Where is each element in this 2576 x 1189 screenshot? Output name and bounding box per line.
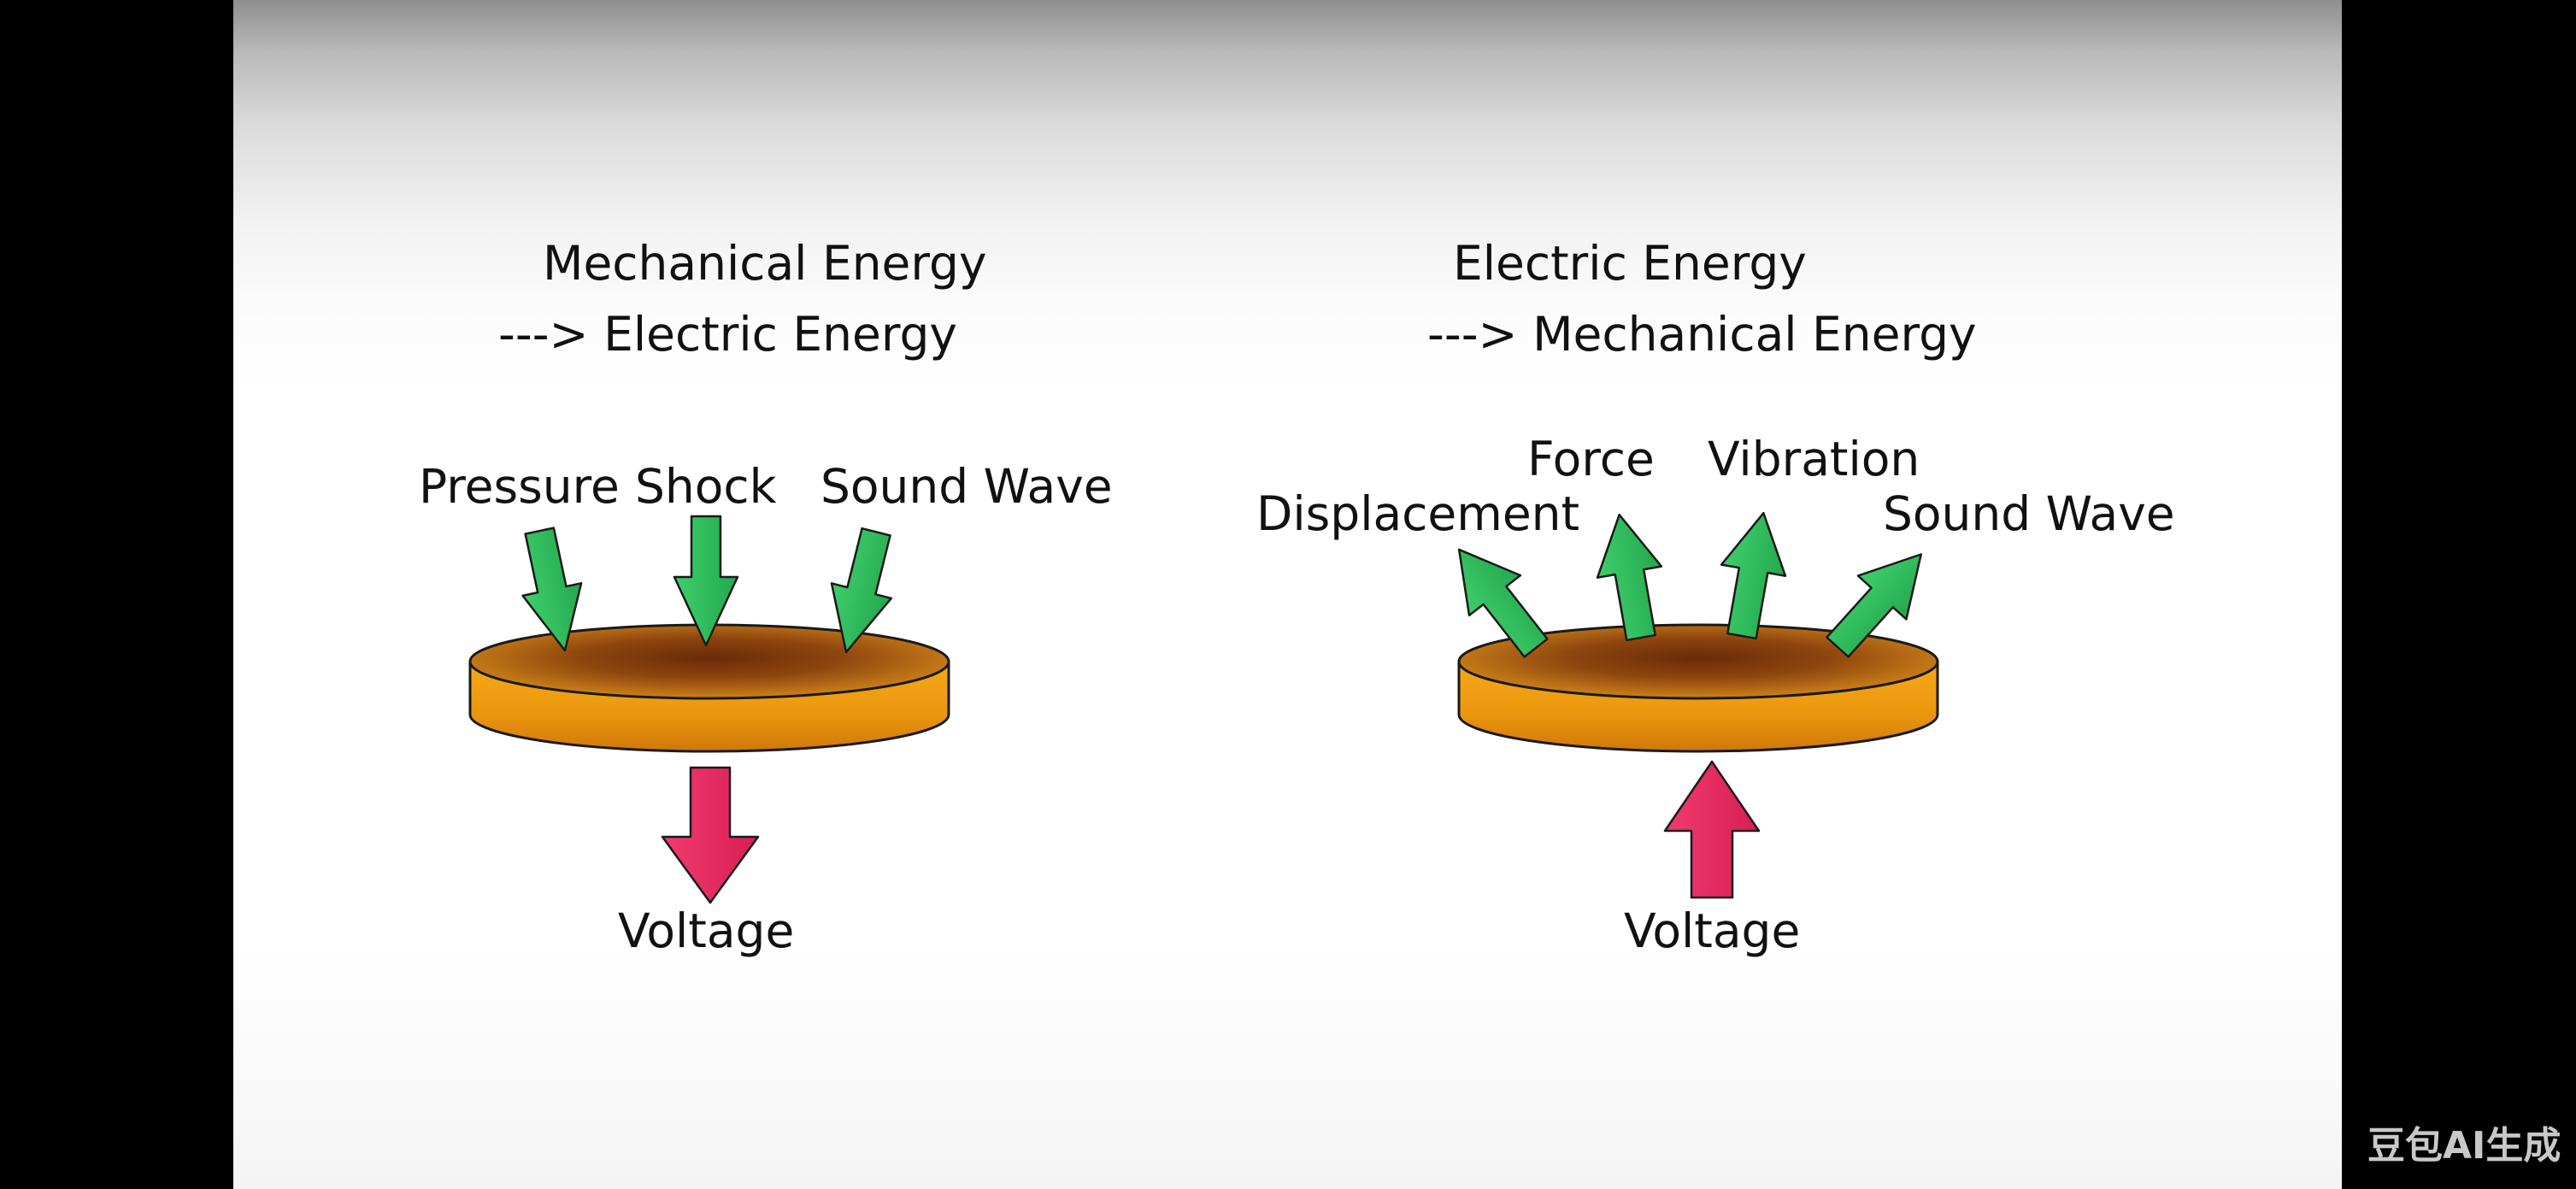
diagram-panel xyxy=(233,0,2342,1189)
green-up-arrow-icon xyxy=(1720,511,1787,640)
pink-up-arrow-icon xyxy=(1663,760,1761,899)
right-diagram: Electric Energy ---> Mechanical Energy F… xyxy=(1256,236,2175,958)
label-sound-wave-left: Sound Wave xyxy=(820,459,1113,514)
green-up-arrow-icon xyxy=(1596,513,1663,642)
label-sound-wave-right: Sound Wave xyxy=(1883,486,2175,541)
left-diagram: Mechanical Energy ---> Electric Energy P… xyxy=(419,236,1113,958)
label-vibration: Vibration xyxy=(1708,432,1920,486)
green-down-arrow-icon xyxy=(521,527,583,652)
left-title-line2: ---> Electric Energy xyxy=(498,307,957,362)
right-title-line1: Electric Energy xyxy=(1453,236,1807,291)
label-voltage-right: Voltage xyxy=(1624,904,1800,958)
label-shock: Shock xyxy=(635,459,777,514)
label-voltage-left: Voltage xyxy=(618,904,794,958)
pink-down-arrow-icon xyxy=(661,766,760,904)
left-title-line1: Mechanical Energy xyxy=(543,236,987,291)
left-piezo-disc xyxy=(468,623,950,753)
label-force: Force xyxy=(1527,432,1655,486)
green-down-arrow-icon xyxy=(830,527,893,654)
right-title-line2: ---> Mechanical Energy xyxy=(1427,307,1977,362)
green-up-arrow-icon xyxy=(1826,553,1922,658)
right-piezo-disc xyxy=(1457,623,1939,753)
watermark-text: 豆包AI生成 xyxy=(2367,1124,2561,1168)
green-down-arrow-icon xyxy=(673,515,739,647)
green-up-arrow-icon xyxy=(1457,548,1549,658)
label-displacement: Displacement xyxy=(1256,486,1579,541)
label-pressure: Pressure xyxy=(419,459,620,514)
